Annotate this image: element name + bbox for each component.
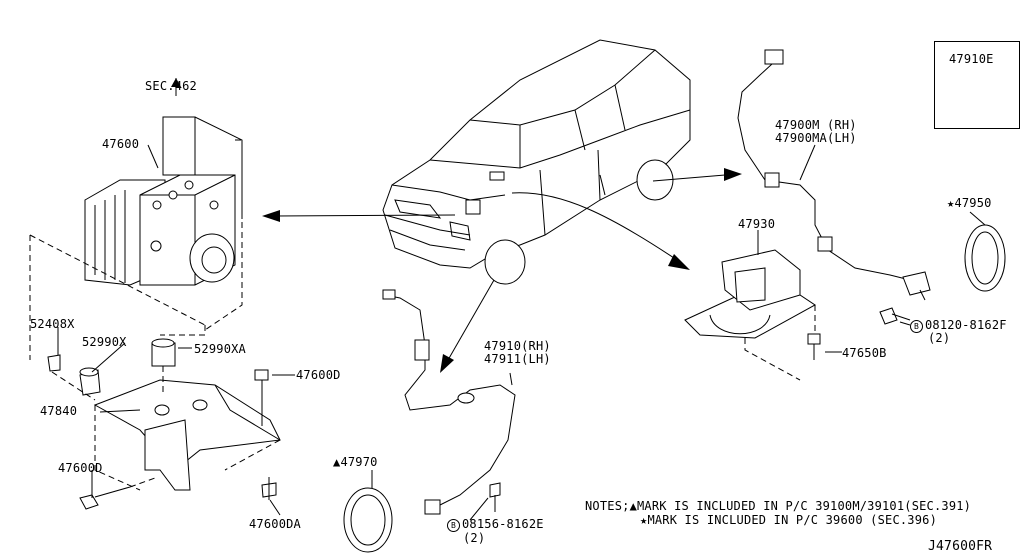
pointer-arrows: [262, 168, 742, 373]
tone-ring-rear: [964, 224, 1006, 292]
triangle-mark-icon: ▲: [333, 455, 341, 469]
bolt-b-icon: B: [447, 519, 460, 532]
label-47900m-rh: 47900M (RH): [775, 118, 857, 132]
label-08156-qty: (2): [463, 531, 486, 545]
tone-ring-front: [343, 487, 393, 553]
label-47910-rh: 47910(RH): [484, 339, 551, 353]
label-47930: 47930: [738, 217, 776, 231]
label-52408x: 52408X: [30, 317, 75, 331]
bracket-illustration: [47, 338, 281, 510]
leader-lines: [57, 144, 986, 521]
label-47970: ▲47970: [333, 456, 378, 469]
diagram-code: J47600FR: [928, 539, 993, 554]
label-52990xa: 52990XA: [194, 342, 246, 356]
star-mark-icon: ★: [947, 196, 955, 210]
notes-prefix: NOTES;: [585, 499, 630, 513]
label-47950-text: 47950: [954, 196, 992, 210]
label-08156-text: 08156-8162E: [462, 517, 544, 531]
label-47911-lh: 47911(LH): [484, 352, 551, 366]
abs-actuator-illustration: [29, 78, 243, 360]
label-47600da: 47600DA: [249, 517, 301, 531]
label-47600d-bottom: 47600D: [58, 461, 103, 475]
label-08120-qty: (2): [928, 331, 951, 345]
suv-illustration: [382, 39, 691, 285]
notes-line-1: NOTES;▲MARK IS INCLUDED IN P/C 39100M/39…: [585, 500, 971, 513]
label-47900ma-lh: 47900MA(LH): [775, 131, 857, 145]
notes-text-2: MARK IS INCLUDED IN P/C 39600 (SEC.396): [647, 513, 937, 527]
label-47600d-top: 47600D: [296, 368, 341, 382]
front-sensor-illustration: [382, 289, 516, 515]
label-47910e: 47910E: [949, 52, 994, 66]
label-47950: ★47950: [947, 197, 992, 210]
notes-text-1: MARK IS INCLUDED IN P/C 39100M/39101(SEC…: [637, 499, 972, 513]
rear-sensor-illustration: [737, 49, 931, 325]
bolt-b-icon: B: [910, 320, 923, 333]
star-mark-icon: ★: [640, 513, 648, 527]
label-47650b: 47650B: [842, 346, 887, 360]
label-47970-text: 47970: [340, 455, 378, 469]
triangle-mark-icon: ▲: [629, 499, 637, 513]
label-sec-462: SEC.462: [145, 79, 197, 93]
label-47840: 47840: [40, 404, 78, 418]
g-sensor-illustration: [684, 249, 821, 381]
label-52990x: 52990X: [82, 335, 127, 349]
clip-detail-box: [934, 41, 1020, 129]
label-08120-text: 08120-8162F: [925, 318, 1007, 332]
notes-line-2: ★MARK IS INCLUDED IN P/C 39600 (SEC.396): [640, 514, 937, 527]
label-47600: 47600: [102, 137, 140, 151]
